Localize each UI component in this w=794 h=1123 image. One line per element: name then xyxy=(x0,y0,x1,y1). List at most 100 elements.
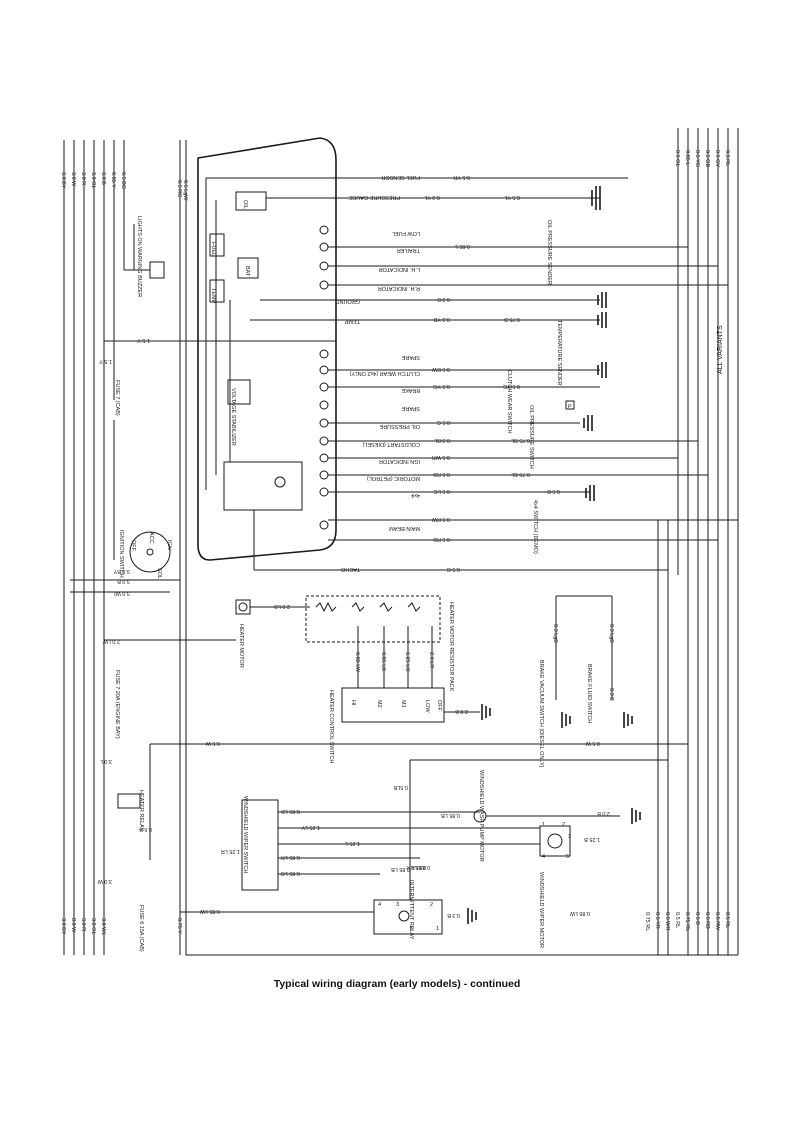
cluster-wires xyxy=(104,177,738,571)
lamp-label: TRAILER xyxy=(397,247,420,253)
heater-section xyxy=(104,595,491,723)
left-top-wire-label: 0.85 Y xyxy=(110,172,116,188)
wire-tag: 0.75 BL xyxy=(511,437,530,443)
wire-tag: 0.75 B xyxy=(504,316,520,322)
left-top-wire-label: 3.0 BY xyxy=(60,172,66,189)
fuse7-engine-label: FUSE 7 20A (ENGINE BAY) xyxy=(114,670,120,739)
heater-position-wire-label: 0.85 LB xyxy=(380,652,386,671)
brake-wire-label: 0.3 LgB xyxy=(552,624,558,643)
right-top-wire-label: 0.85 L xyxy=(684,150,690,165)
wiper-wire-label: 1.25 L xyxy=(345,840,360,846)
right-bus xyxy=(657,128,739,955)
lamp-label: MOTORIC (PETROL) xyxy=(367,475,420,481)
top-extra-wire-label: 0.5 LgW xyxy=(182,180,188,201)
wire-tag: 0.5 YL xyxy=(504,194,520,200)
right-bottom-wire-label: 0.5 RB xyxy=(704,912,710,929)
wiper-wire-label: 0.85 LR xyxy=(281,854,300,860)
left-bottom-wire-label: 3.0 BY xyxy=(60,918,66,935)
feed-tag: 3.0 WL xyxy=(113,590,130,596)
lamp-label: BRAKE xyxy=(401,387,420,393)
sensor-label: TEMPERATURE SENDER xyxy=(556,320,562,386)
relay-pin-label: 2 xyxy=(430,902,433,908)
heater-position-label: HI xyxy=(350,700,356,706)
wiper-wire-label: 0.85 LO xyxy=(280,870,300,876)
heater-earth-wire-label: 2.0 B xyxy=(455,708,468,714)
left-bottom-wire-label: 3.0 OL xyxy=(90,918,96,935)
left-top-wire-label: 3.0 B xyxy=(100,172,106,185)
wiper-wire-label: 0.3 B xyxy=(447,912,460,918)
lamp-label: SPARE xyxy=(401,354,420,360)
right-bottom-wire-label: 0.5 RL xyxy=(674,912,680,928)
ignition-position-label: IGN xyxy=(166,540,172,550)
wire-tag: 1.5 Y xyxy=(99,358,112,364)
sensor-label: CLUTCH WEAR SWITCH xyxy=(506,370,512,434)
motor-pin-label: 2 xyxy=(562,822,565,828)
brake-vacuum-label: BRAKE VACUUM SWITCH (DIESEL ONLY) xyxy=(538,660,544,768)
right-bottom-wire-label: 0.5 YR xyxy=(654,912,660,929)
heater-position-label: M2 xyxy=(376,700,382,708)
bottom-extra-wire-label: 0.75 Y xyxy=(176,918,182,934)
left-components xyxy=(70,224,180,593)
wire-tag: 0.5 RB xyxy=(433,471,450,477)
right-top-wire-label: 0.5 RL xyxy=(724,150,730,166)
wire-tag: 0.5 G xyxy=(437,419,450,425)
left-top-wire-label: 3.0 W xyxy=(70,172,76,187)
relay-pin-label: 1 xyxy=(436,926,439,932)
top-extra-wire-label: 0.5 RG xyxy=(176,180,182,197)
wiper-wire-label: 0.85 LB xyxy=(441,812,460,818)
wiper-wire-label: 1.25 B xyxy=(584,836,600,842)
motor-pin-label: 5 xyxy=(566,854,569,860)
heater-position-label: OFF xyxy=(436,700,442,712)
right-bottom-wire-label: 0.5 RW xyxy=(714,912,720,931)
svg-text:TEMP: TEMP xyxy=(344,318,360,324)
feed-tag: 2.0 LW xyxy=(102,638,120,644)
brake-wire-label: 0.3 LgB xyxy=(608,624,614,643)
lamp-label: SPARE xyxy=(401,405,420,411)
wiper-wire-label: 0.85 LR xyxy=(411,864,430,870)
ignition-position-label: ACC xyxy=(148,532,154,544)
wiper-wire-label: 1.25 LY xyxy=(301,824,320,830)
wire-tag: 0.5 WR xyxy=(432,454,450,460)
lamp-label: R.H. INDICATOR xyxy=(378,285,420,291)
motor-pin-label: 3 xyxy=(568,834,571,840)
sender-p-label: P xyxy=(568,404,572,410)
gauge-label: BAT xyxy=(244,266,250,277)
wire-tag: 0.3 YL xyxy=(424,194,440,200)
wire-tag: 0.5 LG xyxy=(433,488,450,494)
heater-position-label: LOW xyxy=(424,700,430,713)
ground-symbols xyxy=(565,186,607,501)
wiper-wire-label: 0.5LB xyxy=(393,784,408,790)
motor-pin-label: 4 xyxy=(542,854,545,860)
wire-tag: 0.5 RB xyxy=(433,536,450,542)
diagram-caption: Typical wiring diagram (early models) - … xyxy=(273,978,521,990)
gauge-label: VOLTAGE STABILIZER xyxy=(230,388,236,446)
return-loop xyxy=(185,300,738,956)
left-bottom-wire-label: 3.0 R xyxy=(80,918,86,931)
right-bottom-wire-label: 0.5 RL xyxy=(724,912,730,928)
wire-tag: 0.75 BL xyxy=(511,471,530,477)
buzzer-label: LIGHTS ON WARNING BUZZER xyxy=(136,216,142,297)
wire-tag: 0.5 BW xyxy=(431,366,450,372)
wire-tag: 0.5 B xyxy=(547,488,560,494)
warning-lamps xyxy=(319,225,329,530)
lamp-label: 4x4 xyxy=(411,492,420,498)
heater-position-wire-label: 2.0 LR xyxy=(428,652,434,668)
lamp-label: MAIN BEAM xyxy=(389,525,420,531)
lamp-label: IGN INDICATOR xyxy=(379,458,420,464)
brake-wire-label: 0.3 B xyxy=(608,688,614,701)
sensor-label: OIL PRESSURE SWITCH xyxy=(528,405,534,469)
right-top-wire-label: 0.5 GB xyxy=(704,150,710,167)
right-top-wire-label: 0.5 OL xyxy=(674,150,680,167)
wiper-wire-label: 0.5 W xyxy=(585,740,600,746)
wiper-section xyxy=(117,743,688,935)
svg-text:GROUND: GROUND xyxy=(336,298,360,304)
heater-position-label: M1 xyxy=(400,700,406,708)
right-top-wire-label: 0.5 GV xyxy=(714,150,720,167)
wire-tag: 0.5 YG xyxy=(433,383,450,389)
intermittent-relay-label: INTERMITTENT RELAY xyxy=(408,880,414,940)
relay-pin-label: 4 xyxy=(378,902,381,908)
svg-text:PRESSURE GAUGE: PRESSURE GAUGE xyxy=(348,194,400,200)
variant-label: ALL VARIANTS xyxy=(717,325,724,374)
wiper-wire-label: 0.85 LR xyxy=(407,864,426,870)
sensor-label: 4x4 SWITCH (DEMO) xyxy=(532,500,538,554)
